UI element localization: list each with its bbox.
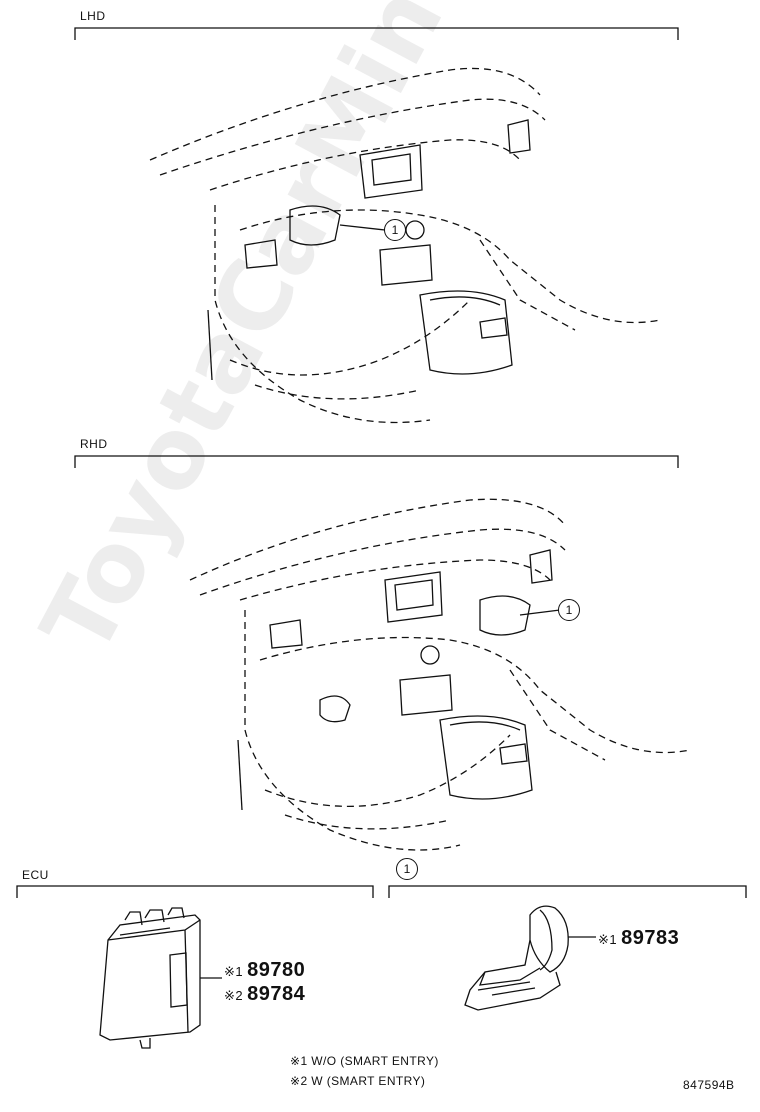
rhd-bracket: [74, 455, 679, 468]
ecu-part-2-text: 89784: [247, 983, 306, 1005]
ecu-bracket: [16, 885, 374, 898]
bracket-part-bracket: [388, 885, 747, 898]
legend-2-text: W (SMART ENTRY): [311, 1074, 426, 1088]
legend-2-mark: ※2: [290, 1074, 308, 1088]
bracket-part-drawing: [464, 905, 596, 1011]
legend-item-1: ※1 W/O (SMART ENTRY): [290, 1054, 439, 1068]
bracket-part-text: 89783: [621, 927, 680, 949]
lhd-dashboard-drawing: [149, 67, 661, 424]
lhd-bracket: [74, 27, 679, 40]
rhd-callout-marker: 1: [558, 599, 580, 621]
rhd-dashboard-solid: [237, 549, 553, 811]
legend-1-mark: ※1: [290, 1054, 308, 1068]
lhd-dashboard-solid: [207, 119, 531, 381]
ecu-module-drawing: [99, 907, 222, 1049]
ecu-part-1-mark: ※1: [224, 964, 244, 979]
bracket-part-mark: ※1: [598, 932, 618, 947]
ecu-part-2-mark: ※2: [224, 988, 244, 1003]
rhd-dashboard-drawing: [189, 498, 691, 851]
bracket-section-marker: 1: [396, 858, 418, 880]
diagram-code: 847594B: [683, 1078, 735, 1092]
legend-item-2: ※2 W (SMART ENTRY): [290, 1074, 425, 1088]
ecu-section-label: ECU: [22, 868, 49, 882]
rhd-callout-line: [519, 609, 561, 616]
rhd-section-label: RHD: [80, 437, 108, 451]
ecu-part-1-text: 89780: [247, 959, 306, 981]
lhd-callout-marker: 1: [384, 219, 406, 241]
lhd-section-label: LHD: [80, 9, 106, 23]
lhd-callout-line: [339, 224, 386, 231]
legend-1-text: W/O (SMART ENTRY): [311, 1054, 439, 1068]
